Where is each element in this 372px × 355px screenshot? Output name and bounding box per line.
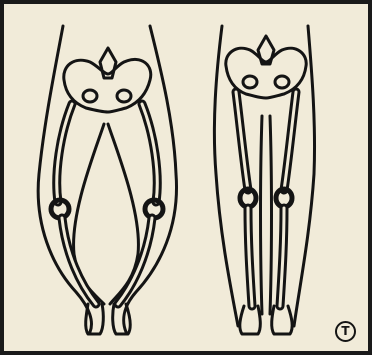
right-sacrum xyxy=(258,36,274,64)
right-figure-inner-left xyxy=(261,116,263,314)
left-foot-l xyxy=(86,304,104,334)
leg-skeleton-illustration xyxy=(4,4,372,355)
right-foot-r xyxy=(272,306,292,334)
straight-legs-figure xyxy=(214,26,314,334)
left-hip-hole-r xyxy=(117,90,131,102)
left-hip-hole-l xyxy=(83,90,97,102)
bowed-legs-figure xyxy=(38,26,176,334)
right-hip-hole-l xyxy=(243,76,257,88)
right-foot-l xyxy=(240,306,260,334)
right-figure-inner-right xyxy=(270,116,272,314)
left-tibia-l xyxy=(62,218,96,304)
right-hip-hole-r xyxy=(275,76,289,88)
copyright-seal: T xyxy=(335,321,356,342)
left-foot-r xyxy=(113,304,130,334)
